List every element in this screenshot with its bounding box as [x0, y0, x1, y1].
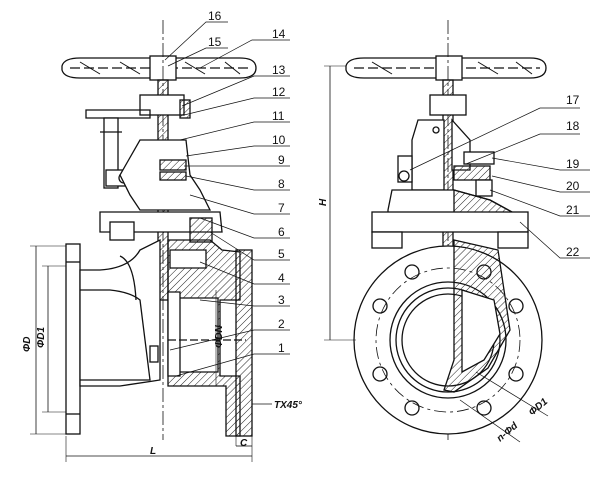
body-flange	[353, 245, 543, 435]
left-flange	[65, 243, 81, 435]
callout-16: 16	[208, 9, 222, 23]
callout-21: 21	[566, 203, 580, 217]
callout-12: 12	[272, 85, 286, 99]
callout-4: 4	[278, 271, 285, 285]
callout-20: 20	[566, 179, 580, 193]
callout-leaders-right	[409, 107, 590, 259]
side-view	[324, 20, 549, 443]
callout-22: 22	[566, 245, 580, 259]
callout-15: 15	[208, 35, 222, 49]
dimension-labels-left: ΦD ΦD1 ΦDN L C TX45°	[22, 325, 303, 457]
callout-3: 3	[278, 293, 285, 307]
dim-bolt-holes: n-Φd	[495, 420, 521, 444]
callout-9: 9	[278, 153, 285, 167]
dim-l: L	[150, 446, 156, 457]
callout-13: 13	[272, 63, 286, 77]
callout-leaders	[164, 21, 290, 377]
callout-10: 10	[272, 133, 286, 147]
handwheel	[61, 55, 257, 81]
dim-phi-d: ΦD	[22, 337, 33, 352]
callout-labels-right: 17 18 19 20 21 22	[566, 93, 580, 259]
right-flange	[235, 249, 253, 437]
dim-c: C	[240, 438, 248, 449]
callout-2: 2	[278, 317, 285, 331]
callout-14: 14	[272, 27, 286, 41]
callout-18: 18	[566, 119, 580, 133]
callout-19: 19	[566, 157, 580, 171]
dim-phi-d1: ΦD1	[36, 327, 47, 348]
callout-17: 17	[566, 93, 580, 107]
callout-1: 1	[278, 341, 285, 355]
callout-8: 8	[278, 177, 285, 191]
callout-7: 7	[278, 201, 285, 215]
callout-11: 11	[272, 109, 285, 123]
dim-h: H	[318, 198, 329, 206]
callout-6: 6	[278, 225, 285, 239]
dim-phi-dn: ΦDN	[214, 325, 225, 348]
dim-chamfer: TX45°	[274, 400, 303, 411]
callout-labels-left: 16 15 14 13 12 11 10 9 8 7 6 5 4 3 2 1	[208, 9, 286, 355]
callout-5: 5	[278, 247, 285, 261]
front-section-view	[30, 20, 272, 462]
